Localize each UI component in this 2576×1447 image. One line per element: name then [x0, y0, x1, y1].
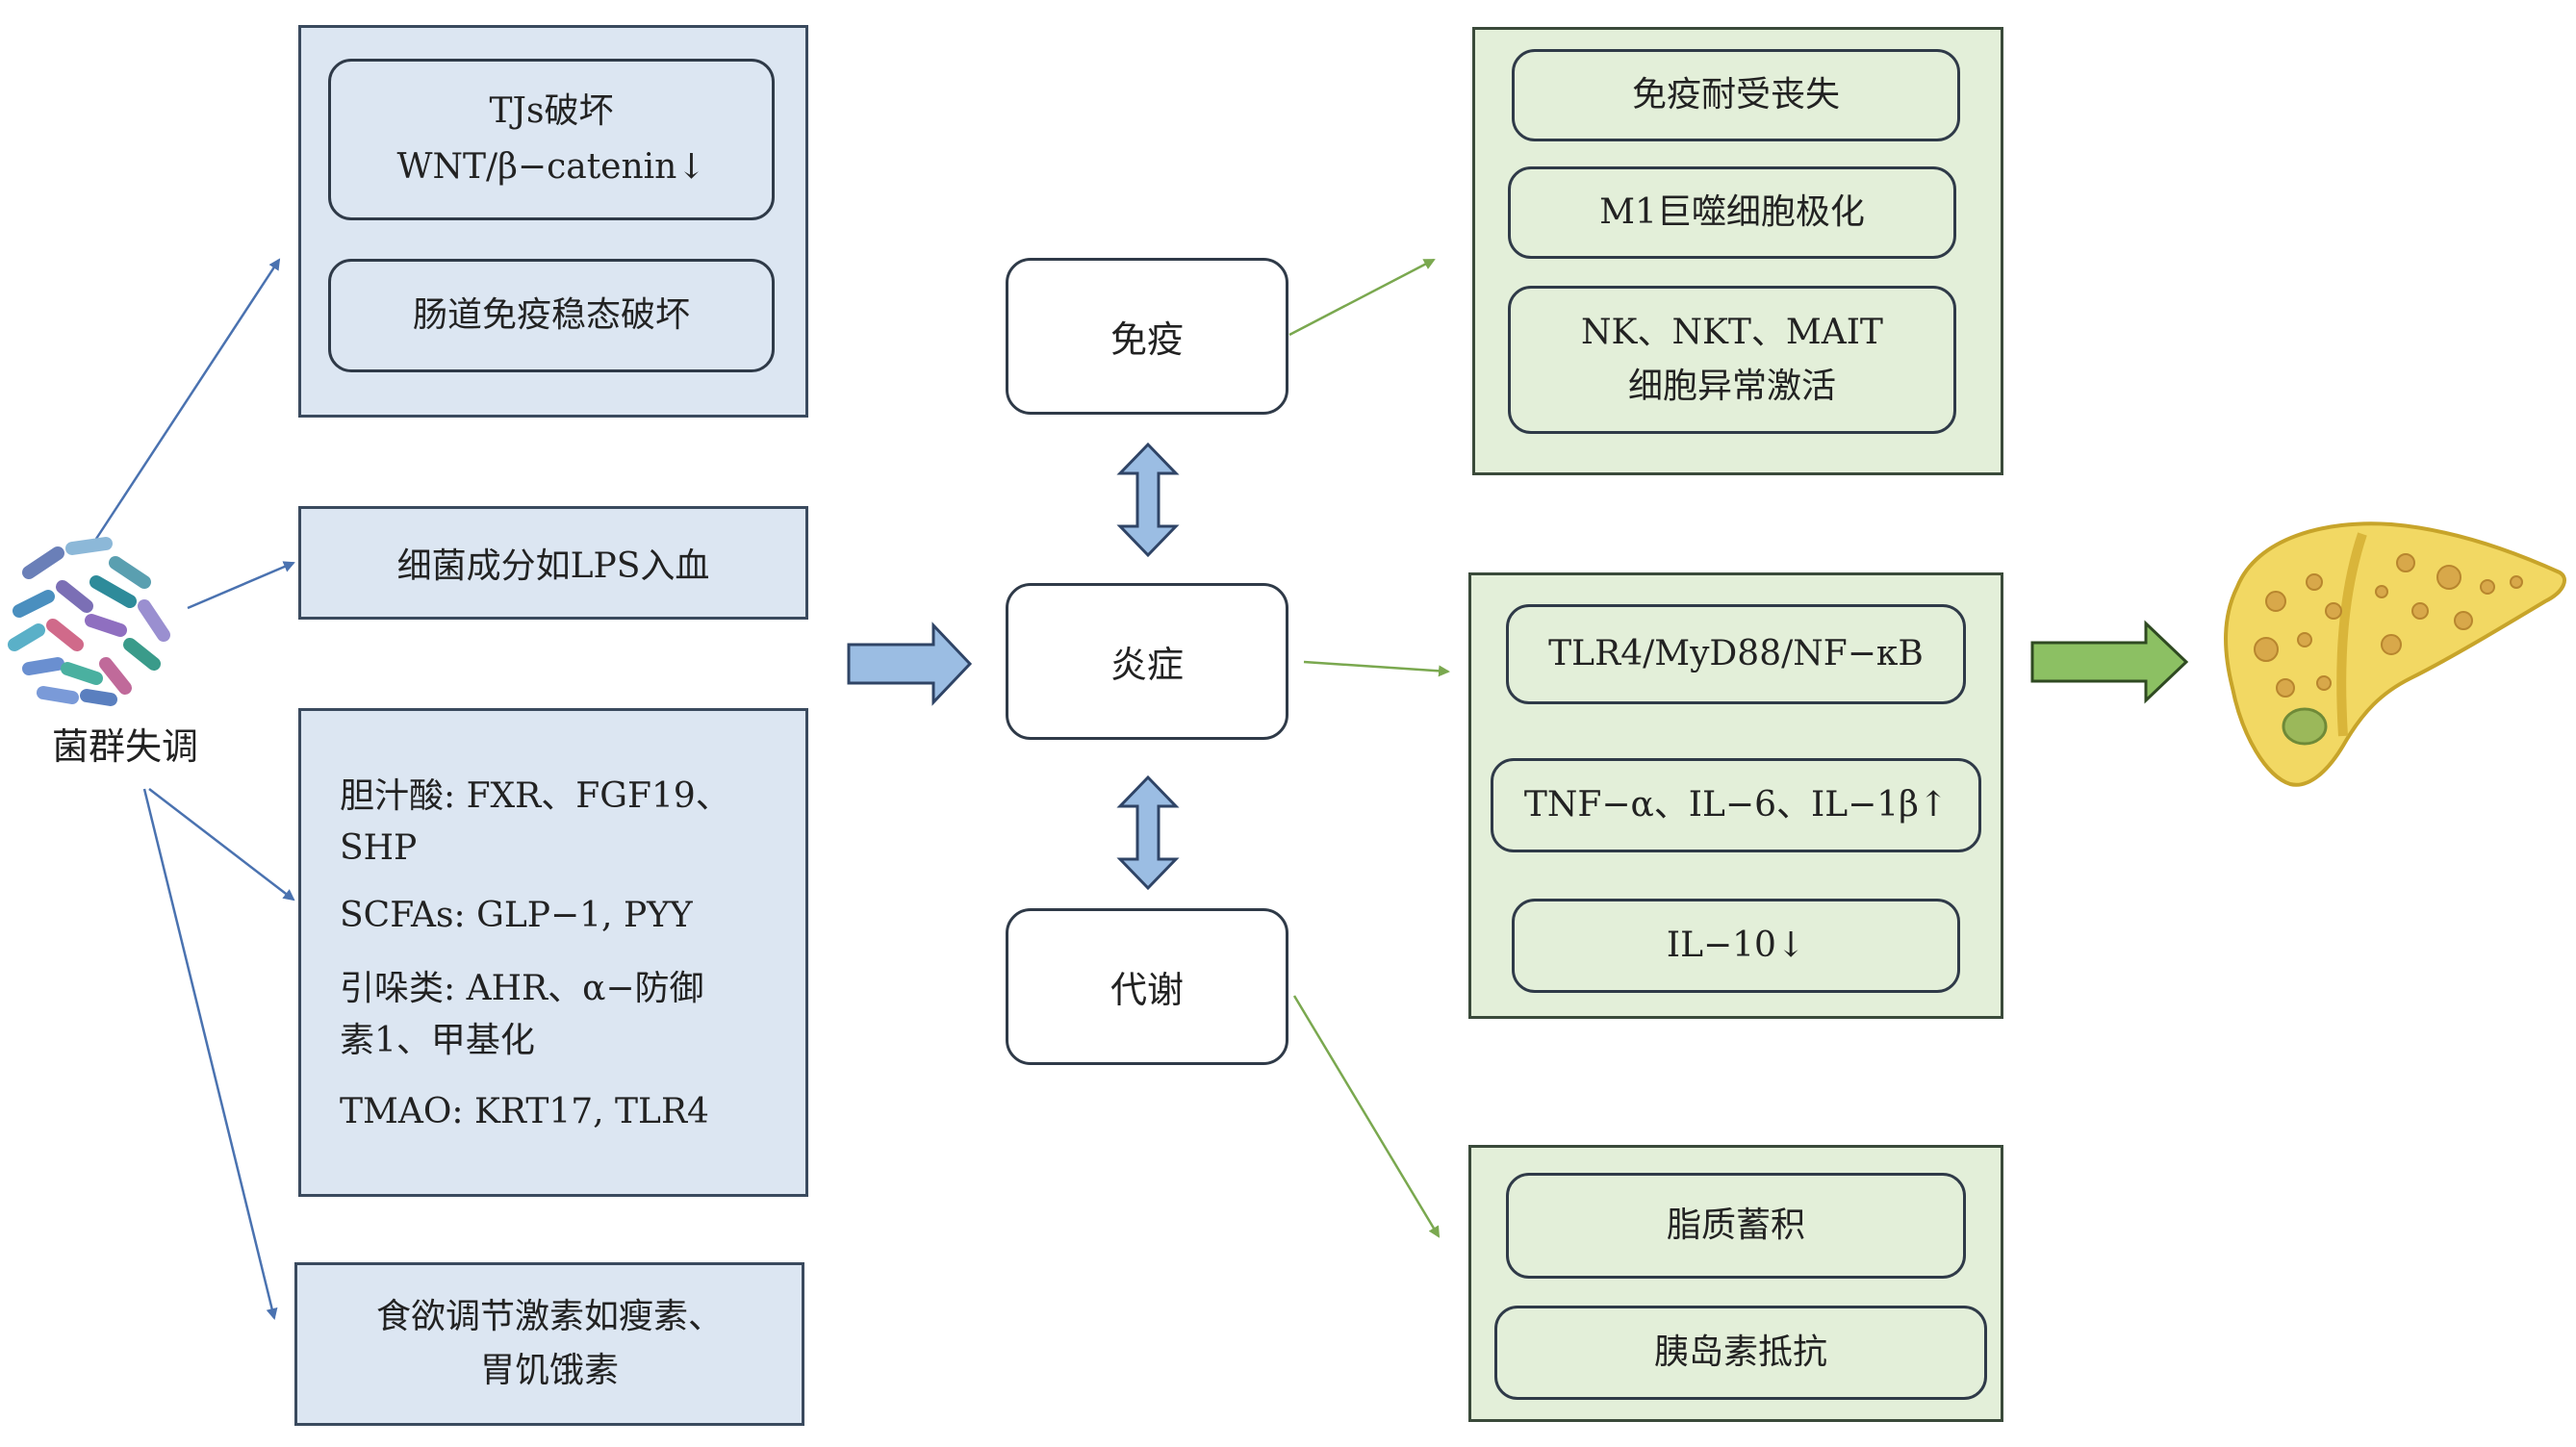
left-panel-barrier: TJs破坏 WNT/β−catenin↓ 肠道免疫稳态破坏: [298, 25, 808, 418]
arrow-to-box3: [148, 788, 295, 901]
arrow-to-box2: [187, 561, 295, 610]
tlr4-pathway-box: TLR4/MyD88/NF−κB: [1506, 604, 1966, 704]
tlr4-pathway-label: TLR4/MyD88/NF−κB: [1548, 634, 1924, 673]
bile-acid-line2: SHP: [340, 828, 418, 868]
insulin-resistance-label: 胰岛素抵抗: [1653, 1333, 1827, 1372]
tolerance-loss-label: 免疫耐受丧失: [1631, 75, 1840, 114]
m1-macrophage-box: M1巨噬细胞极化: [1508, 166, 1956, 259]
cytokines-up-label: TNF−α、IL−6、IL−1β↑: [1523, 785, 1949, 825]
insulin-resistance-box: 胰岛素抵抗: [1494, 1306, 1987, 1400]
gut-immune-label: 肠道免疫稳态破坏: [412, 295, 690, 335]
tj-wnt-box: TJs破坏 WNT/β−catenin↓: [328, 59, 775, 220]
il10-down-box: IL−10↓: [1512, 899, 1960, 993]
lipid-accumulation-label: 脂质蓄积: [1666, 1206, 1805, 1245]
tmao-line: TMAO: KRT17, TLR4: [340, 1092, 709, 1131]
microbiota-label: 菌群失调: [51, 725, 198, 768]
immune-node: 免疫: [1006, 258, 1288, 415]
arrow-to-box1: [94, 258, 281, 540]
indole-line1: 引哚类: AHR、α−防御: [340, 969, 704, 1008]
nk-cell-line1: NK、NKT、MAIT: [1581, 313, 1883, 352]
arrow-inflammation-to-panel: [1303, 660, 1450, 677]
cytokines-up-box: TNF−α、IL−6、IL−1β↑: [1491, 758, 1981, 852]
double-arrow-immune-inflammation: [1116, 442, 1180, 558]
tolerance-loss-box: 免疫耐受丧失: [1512, 49, 1960, 141]
m1-macrophage-label: M1巨噬细胞极化: [1599, 192, 1865, 232]
arrow-to-box4: [142, 788, 278, 1320]
indole-line2: 素1、甲基化: [340, 1021, 535, 1060]
arrow-immune-to-panel: [1288, 258, 1436, 337]
lps-label: 细菌成分如LPS入血: [396, 546, 710, 586]
left-panel-metabolites: 胆汁酸: FXR、FGF19、 SHP SCFAs: GLP−1, PYY 引哚…: [298, 708, 808, 1197]
nk-cell-box: NK、NKT、MAIT 细胞异常激活: [1508, 286, 1956, 434]
lipid-accumulation-box: 脂质蓄积: [1506, 1173, 1966, 1279]
scfa-line: SCFAs: GLP−1, PYY: [340, 896, 693, 935]
left-panel-hormones: 食欲调节激素如瘦素、 胃饥饿素: [294, 1262, 804, 1426]
inflammation-node: 炎症: [1006, 583, 1288, 740]
block-arrow-to-inflammation: [847, 622, 973, 706]
metabolism-node: 代谢: [1006, 908, 1288, 1065]
bile-acid-line1: 胆汁酸: FXR、FGF19、: [340, 776, 730, 816]
right-panel-metabolism: 脂质蓄积 胰岛素抵抗: [1468, 1145, 2003, 1422]
hormones-line1: 食欲调节激素如瘦素、: [375, 1297, 723, 1336]
gut-immune-box: 肠道免疫稳态破坏: [328, 259, 775, 372]
block-arrow-to-liver: [2030, 620, 2189, 704]
double-arrow-inflammation-metabolism: [1116, 774, 1180, 891]
right-panel-inflammation: TLR4/MyD88/NF−κB TNF−α、IL−6、IL−1β↑ IL−10…: [1468, 572, 2003, 1019]
liver-icon: [2224, 521, 2566, 787]
hormones-line2: 胃饥饿素: [479, 1351, 619, 1390]
tj-label: TJs破坏: [489, 91, 614, 131]
il10-down-label: IL−10↓: [1666, 926, 1806, 965]
inflammation-label: 炎症: [1109, 644, 1184, 686]
left-panel-lps: 细菌成分如LPS入血: [298, 506, 808, 620]
arrow-metabolism-to-panel: [1292, 995, 1441, 1238]
immune-label: 免疫: [1109, 318, 1184, 361]
nk-cell-line2: 细胞异常激活: [1627, 367, 1836, 406]
metabolism-label: 代谢: [1109, 969, 1184, 1011]
microbiota-icon: [8, 537, 170, 706]
wnt-label: WNT/β−catenin↓: [396, 147, 706, 187]
right-panel-immune: 免疫耐受丧失 M1巨噬细胞极化 NK、NKT、MAIT 细胞异常激活: [1472, 27, 2003, 475]
